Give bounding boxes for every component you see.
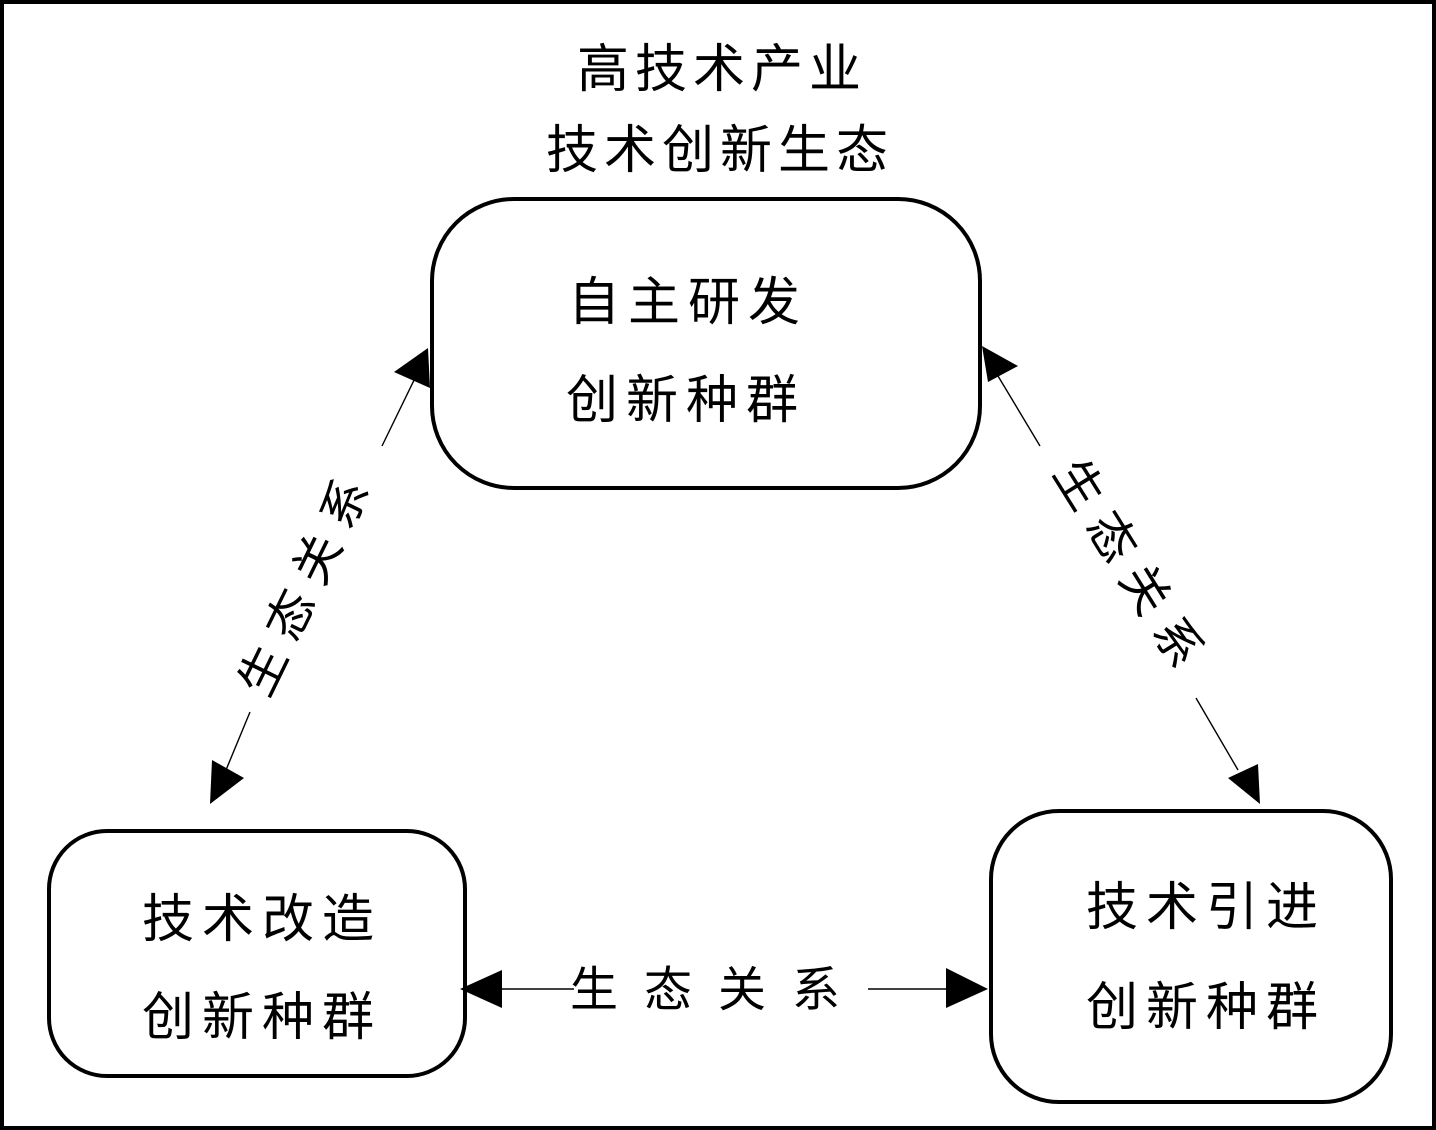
bottom-connector: 生态关系 (460, 962, 988, 1018)
left-connector-line-upper (381, 371, 419, 447)
diagram-title: 高技术产业 技术创新生态 (546, 40, 894, 181)
node-tech-renovation-line-2: 创新种群 (142, 988, 382, 1048)
node-tech-introduction-box (989, 809, 1393, 1104)
node-tech-renovation: 技术改造 创新种群 (47, 829, 467, 1078)
bottom-relation-label: 生态关系 (570, 962, 866, 1018)
node-tech-renovation-box (47, 829, 467, 1078)
node-tech-introduction-line-2: 创新种群 (1086, 978, 1326, 1038)
right-connector-arrowhead-bottom (1228, 764, 1260, 804)
node-tech-introduction: 技术引进 创新种群 (989, 809, 1393, 1104)
node-independent-rd: 自主研发 创新种群 (430, 197, 982, 490)
right-connector-line-upper (997, 375, 1041, 447)
node-tech-renovation-line-1: 技术改造 (142, 890, 382, 950)
node-tech-introduction-line-1: 技术引进 (1086, 878, 1326, 938)
node-independent-rd-line-2: 创新种群 (566, 371, 806, 431)
left-connector-line-lower (225, 711, 251, 771)
node-independent-rd-box (430, 197, 982, 490)
bottom-connector-arrowhead-right (946, 968, 988, 1008)
bottom-connector-arrowhead-left (460, 970, 502, 1008)
right-connector-arrowhead-top (982, 346, 1018, 382)
right-connector-line-lower (1195, 697, 1239, 771)
left-connector-arrowhead-bottom (210, 760, 244, 804)
node-independent-rd-line-1: 自主研发 (568, 273, 808, 333)
left-connector-arrowhead-top (394, 348, 430, 388)
title-line-1: 高技术产业 (577, 40, 867, 100)
title-line-2: 技术创新生态 (546, 121, 894, 181)
